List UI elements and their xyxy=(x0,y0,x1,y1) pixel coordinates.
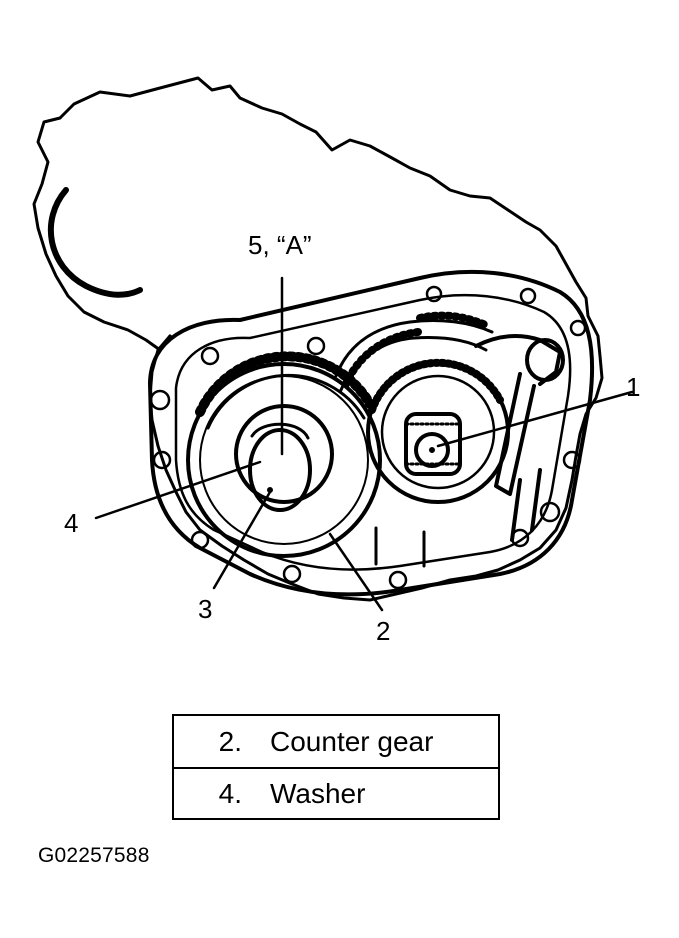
casting-marks xyxy=(374,526,426,568)
gasket-inner xyxy=(174,293,572,571)
callout-2: 2 xyxy=(376,616,390,646)
callout-3: 3 xyxy=(198,594,212,624)
transmission-counter-gear-illustration: 5, “A” 1 4 3 2 xyxy=(32,76,640,646)
counter-gear xyxy=(186,351,382,558)
upper-idler-gears xyxy=(334,311,494,394)
legend-number: 4. xyxy=(218,777,242,809)
figure-code: G02257588 xyxy=(38,844,150,867)
parts-legend-table: 2. Counter gear 4. Washer xyxy=(172,714,500,820)
legend-label: Counter gear xyxy=(270,725,434,757)
shift-bracket xyxy=(474,334,565,542)
legend-row-washer: 4. Washer xyxy=(174,767,498,818)
washer-and-shaft xyxy=(234,404,334,512)
legend-number: 2. xyxy=(218,725,242,757)
bell-housing-arc xyxy=(47,187,143,298)
legend-row-counter-gear: 2. Counter gear xyxy=(174,716,498,767)
callout-5-a: 5, “A” xyxy=(248,230,312,260)
callout-1: 1 xyxy=(626,372,640,402)
bolt-holes xyxy=(149,285,587,590)
leader-lines xyxy=(94,276,634,612)
callout-4: 4 xyxy=(64,508,78,538)
gasket-flange xyxy=(148,269,595,597)
case-left-edge xyxy=(32,116,172,352)
legend-label: Washer xyxy=(270,777,366,809)
